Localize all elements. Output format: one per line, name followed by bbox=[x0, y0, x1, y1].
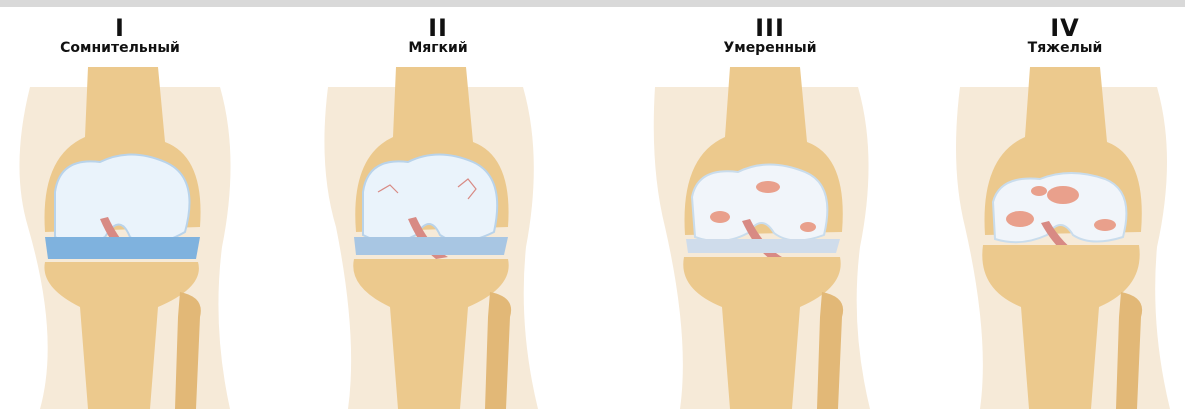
cartilage-lesion bbox=[710, 211, 730, 223]
stage-3-numeral: III bbox=[650, 14, 890, 42]
cartilage-lesion bbox=[1006, 211, 1034, 227]
cartilage-lesion bbox=[1094, 219, 1116, 231]
stage-1-knee-illustration bbox=[0, 7, 240, 409]
stage-1-panel: I Сомнительный bbox=[0, 7, 240, 409]
stage-2-numeral: II bbox=[318, 14, 558, 42]
stage-3-panel: III Умеренный bbox=[650, 7, 890, 409]
stage-4-knee-illustration bbox=[945, 7, 1185, 409]
stage-2-knee-illustration bbox=[318, 7, 558, 409]
meniscus bbox=[45, 237, 200, 259]
stage-4-label: Тяжелый bbox=[945, 40, 1185, 56]
cartilage-lesion bbox=[1031, 186, 1047, 196]
stage-4-panel: IV Тяжелый bbox=[945, 7, 1185, 409]
cartilage-lesion bbox=[800, 222, 816, 232]
meniscus bbox=[354, 237, 508, 255]
stage-3-knee-illustration bbox=[650, 7, 890, 409]
cartilage-lesion bbox=[1047, 186, 1079, 204]
stage-3-label: Умеренный bbox=[650, 40, 890, 56]
meniscus bbox=[686, 239, 840, 253]
stage-1-numeral: I bbox=[0, 14, 240, 42]
stage-1-label: Сомнительный bbox=[0, 40, 240, 56]
stage-2-label: Мягкий bbox=[318, 40, 558, 56]
stage-4-numeral: IV bbox=[945, 14, 1185, 42]
cartilage-lesion bbox=[756, 181, 780, 193]
stage-2-panel: II Мягкий bbox=[318, 7, 558, 409]
